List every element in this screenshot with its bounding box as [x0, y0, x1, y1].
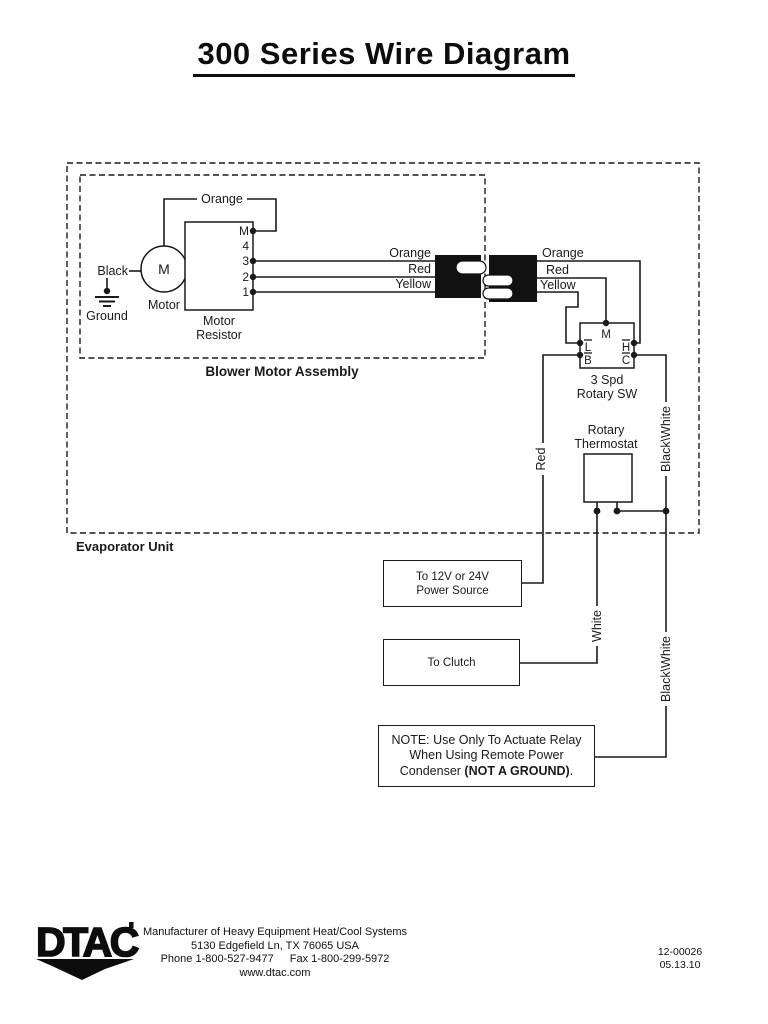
pin-label-1: 1 [242, 285, 249, 299]
pin-label-2: 2 [242, 270, 249, 284]
label-mask [659, 402, 673, 476]
vertical-label-white: White [590, 610, 604, 642]
document-identifiers: 12-00026 05.13.10 [642, 946, 718, 972]
power-source-box: To 12V or 24V Power Source [383, 560, 522, 607]
switch-label-line1: 3 Spd [591, 373, 624, 387]
ground-symbol [95, 278, 119, 307]
wire-white-clutch [520, 511, 598, 664]
resistor-label-line2: Resistor [196, 328, 242, 342]
motor-symbol: M [158, 261, 170, 277]
wire-label-red-left: Red [408, 262, 431, 276]
black-wire-label: Black [97, 264, 128, 278]
connector-pin-yellow [482, 287, 514, 300]
dtac-logo: DTAC [35, 918, 142, 980]
vertical-label-blackwhite-upper: Black\White [659, 406, 673, 472]
connector-pin-orange [455, 260, 487, 275]
power-source-line2: Power Source [416, 584, 489, 597]
wire-label-yellow-left: Yellow [395, 277, 432, 291]
connector-pin-red [482, 274, 514, 287]
pin-label-4: 4 [242, 239, 249, 253]
footer-line3: Phone 1-800-527-9477 Fax 1-800-299-5972 [125, 953, 425, 967]
dtac-logo-mark [129, 922, 134, 928]
footer-fax: Fax 1-800-299-5972 [289, 953, 390, 965]
note-line3-suffix: . [569, 763, 574, 778]
clutch-box: To Clutch [383, 639, 520, 686]
wire-blackwhite-lower [595, 511, 667, 758]
thermostat-label-line1: Rotary [588, 423, 626, 437]
label-mask [590, 606, 604, 646]
resistor-pin-labels: M 4 3 2 1 [239, 224, 249, 299]
thermostat-stubs [596, 502, 666, 512]
wire-label-orange-left: Orange [389, 246, 431, 260]
rotary-thermostat-box [583, 453, 633, 503]
evaporator-unit-label: Evaporator Unit [76, 539, 174, 554]
label-mask [534, 443, 548, 475]
wire-orange-right [537, 260, 641, 344]
wire-label-yellow-right: Yellow [540, 278, 577, 292]
switch-terminal-m: M [601, 329, 611, 341]
motor-resistor-box [184, 221, 254, 311]
switch-terminal-c: C [622, 355, 630, 367]
wire-yellow-right [537, 291, 579, 344]
wire-label-orange-right: Orange [542, 246, 584, 260]
switch-terminal-h: H [622, 342, 630, 354]
note-line3: Condenser (NOT A GROUND). [400, 764, 573, 780]
switch-terminal-b: B [584, 355, 592, 367]
harness-connector [435, 255, 537, 302]
label-mask [659, 632, 673, 706]
evaporator-unit-boundary [66, 162, 700, 534]
doc-date: 05.13.10 [659, 959, 701, 971]
pin-label-m: M [239, 224, 249, 238]
page-title-text: 300 Series Wire Diagram [193, 36, 575, 77]
motor-label: Motor [148, 298, 180, 312]
vertical-label-blackwhite-lower: Black\White [659, 636, 673, 702]
page-title: 300 Series Wire Diagram [0, 36, 768, 77]
footer-line2: 5130 Edgefield Ln, TX 76065 USA [191, 939, 359, 952]
switch-terminal-l: L [585, 342, 592, 354]
blower-assembly-label: Blower Motor Assembly [205, 364, 359, 379]
ground-label: Ground [86, 309, 128, 323]
rotary-switch-terminal-labels: M L H B C [584, 329, 630, 367]
dtac-logo-swoosh [36, 959, 134, 980]
switch-label-line2: Rotary SW [577, 387, 638, 401]
wire-label-red-right: Red [546, 263, 569, 277]
footer-website: www.dtac.com [239, 966, 311, 979]
thermostat-label-line2: Thermostat [574, 437, 638, 451]
wire-red-power [522, 354, 580, 584]
power-source-line1: To 12V or 24V [416, 570, 489, 583]
footer-phone: Phone 1-800-527-9477 [160, 953, 274, 965]
footer-company-info: Manufacturer of Heavy Equipment Heat/Coo… [125, 926, 425, 980]
label-mask [197, 191, 247, 206]
wire-red-right [537, 277, 607, 321]
terminal-overbars [584, 339, 630, 354]
right-harness-wires [537, 260, 641, 344]
resistor-label-line1: Motor [203, 314, 235, 328]
note-line2: When Using Remote Power [409, 748, 564, 763]
left-harness-wires [253, 260, 435, 293]
doc-number: 12-00026 [657, 946, 703, 958]
note-line3-prefix: Condenser [399, 763, 465, 778]
note-line1: NOTE: Use Only To Actuate Relay [391, 732, 582, 747]
orange-loop-label: Orange [201, 192, 243, 206]
vertical-label-red: Red [534, 447, 548, 470]
wire-orange-loop [163, 198, 277, 246]
note-box: NOTE: Use Only To Actuate Relay When Usi… [378, 725, 595, 787]
note-line3-bold: (NOT A GROUND) [464, 763, 570, 778]
dtac-logo-text: DTAC [36, 919, 139, 965]
clutch-label: To Clutch [427, 656, 476, 669]
pin-label-3: 3 [242, 254, 249, 268]
footer-line1: Manufacturer of Heavy Equipment Heat/Coo… [142, 926, 408, 938]
